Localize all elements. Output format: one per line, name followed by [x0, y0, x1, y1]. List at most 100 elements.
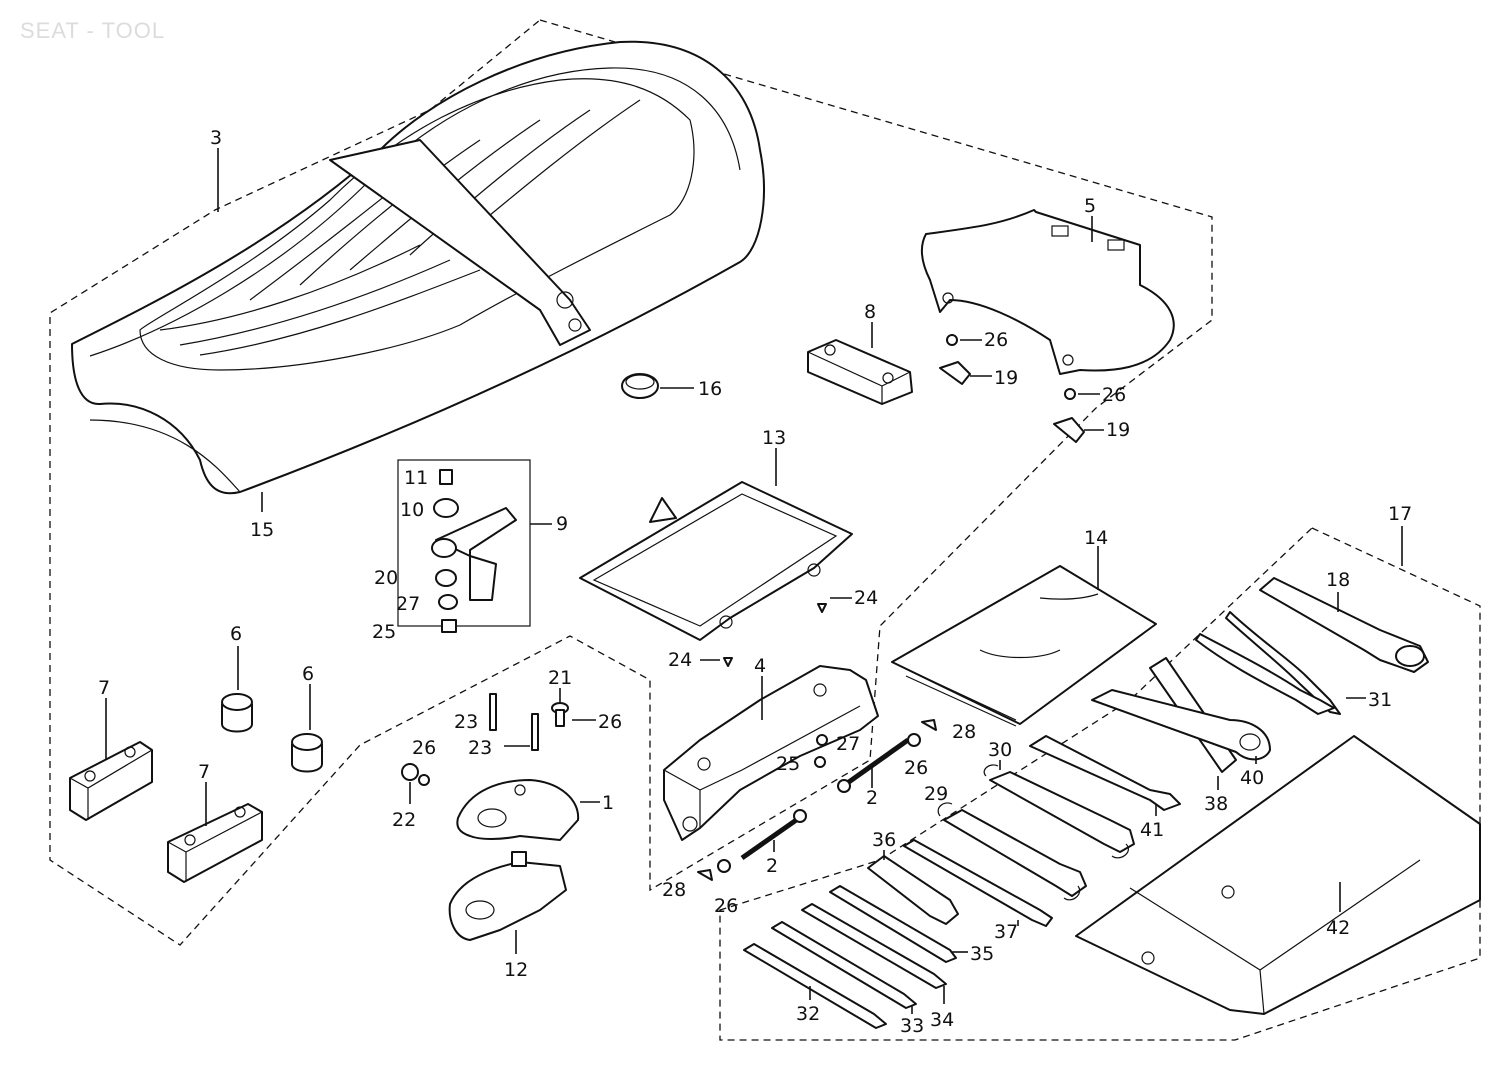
clip-28b [697, 869, 713, 881]
screwdriver-shaft-part-37 [903, 839, 1053, 927]
callout-20: 20 [374, 567, 398, 589]
bracket-part-4 [663, 665, 879, 841]
wrench-part-29 [937, 802, 1087, 901]
screw-24b [723, 657, 733, 667]
rubber-part-6a [221, 693, 253, 733]
rubber-part-6b [291, 733, 323, 773]
washer-26a [946, 334, 958, 346]
callout-32: 32 [796, 1003, 820, 1025]
seat-lock-part-9 [431, 469, 517, 633]
callout-26a: 26 [984, 329, 1008, 351]
owners-manual-part-14 [891, 565, 1157, 727]
pliers-part-31 [1195, 611, 1341, 715]
washer-27b [816, 734, 828, 746]
seat-part-3 [71, 40, 765, 495]
screw-24a [817, 603, 827, 613]
nut-22 [401, 763, 430, 786]
tool-bag-part-42 [1075, 735, 1481, 1015]
callout-17: 17 [1388, 503, 1412, 525]
diagram-title: SEAT - TOOL [20, 18, 165, 43]
callout-14: 14 [1084, 527, 1108, 549]
callout-21: 21 [548, 667, 572, 689]
callout-10: 10 [400, 499, 424, 521]
callout-22: 22 [392, 809, 416, 831]
washer-26f [717, 859, 731, 873]
callout-37: 37 [994, 921, 1018, 943]
pin-23a [489, 693, 497, 731]
washer-26e [907, 733, 921, 747]
callout-29: 29 [924, 783, 948, 805]
callout-6a: 6 [230, 623, 242, 645]
callout-26c: 26 [598, 711, 622, 733]
callout-23b: 23 [468, 737, 492, 759]
callout-40: 40 [1240, 767, 1264, 789]
callout-5: 5 [1084, 195, 1096, 217]
callout-23a: 23 [454, 711, 478, 733]
callout-26e: 26 [904, 757, 928, 779]
callout-41: 41 [1140, 819, 1164, 841]
tray-part-13 [579, 481, 853, 641]
callout-19a: 19 [994, 367, 1018, 389]
bolt-21 [551, 702, 569, 727]
callout-30: 30 [988, 739, 1012, 761]
callout-12: 12 [504, 959, 528, 981]
callout-15: 15 [250, 519, 274, 541]
clip-28a [921, 719, 937, 731]
pin-spanner-part-41 [1029, 735, 1181, 811]
callout-31: 31 [1368, 689, 1392, 711]
callout-25b: 25 [776, 753, 800, 775]
washer-26b [1064, 388, 1076, 400]
callout-3: 3 [210, 127, 222, 149]
callout-18: 18 [1326, 569, 1350, 591]
callout-2b: 2 [766, 855, 778, 877]
callout-2a: 2 [866, 787, 878, 809]
bit-part-35 [829, 885, 957, 963]
lock-assembly-box-9 [397, 459, 531, 627]
callout-26f: 26 [714, 895, 738, 917]
callout-35: 35 [970, 943, 994, 965]
callout-36: 36 [872, 829, 896, 851]
callout-6b: 6 [302, 663, 314, 685]
callout-13: 13 [762, 427, 786, 449]
pin-23b [531, 713, 539, 751]
callout-42: 42 [1326, 917, 1350, 939]
callout-28b: 28 [662, 879, 686, 901]
plate-part-5 [920, 209, 1175, 375]
bit-part-32 [743, 943, 887, 1029]
callout-33: 33 [900, 1015, 924, 1037]
holder-part-12 [448, 851, 567, 941]
callout-24a: 24 [854, 587, 878, 609]
cap-part-16 [621, 373, 659, 399]
clip-19a [939, 361, 971, 385]
callout-9: 9 [556, 513, 568, 535]
callout-1: 1 [602, 792, 614, 814]
seat-group-boundary [49, 19, 1213, 946]
callout-7b: 7 [198, 761, 210, 783]
callout-4: 4 [754, 655, 766, 677]
wrench-part-30 [983, 764, 1135, 859]
plug-wrench-part-18 [1259, 577, 1429, 673]
bit-part-33 [771, 921, 917, 1009]
callout-16: 16 [698, 378, 722, 400]
spanner-part-40 [1091, 689, 1271, 761]
callout-19b: 19 [1106, 419, 1130, 441]
callout-28a: 28 [952, 721, 976, 743]
bracket-part-8 [807, 339, 913, 405]
callout-26d: 26 [412, 737, 436, 759]
bracket-part-7b [167, 803, 263, 883]
callout-25a: 25 [372, 621, 396, 643]
nut-25b [814, 756, 826, 768]
callout-11: 11 [404, 467, 428, 489]
bit-part-34 [801, 903, 947, 989]
callout-8: 8 [864, 301, 876, 323]
holder-part-1 [456, 779, 580, 841]
bracket-part-7a [69, 741, 153, 821]
bolt-2b [740, 809, 807, 861]
callout-24b: 24 [668, 649, 692, 671]
callout-27b: 27 [836, 733, 860, 755]
callout-7a: 7 [98, 677, 110, 699]
callout-34: 34 [930, 1009, 954, 1031]
clip-19b [1053, 417, 1085, 443]
